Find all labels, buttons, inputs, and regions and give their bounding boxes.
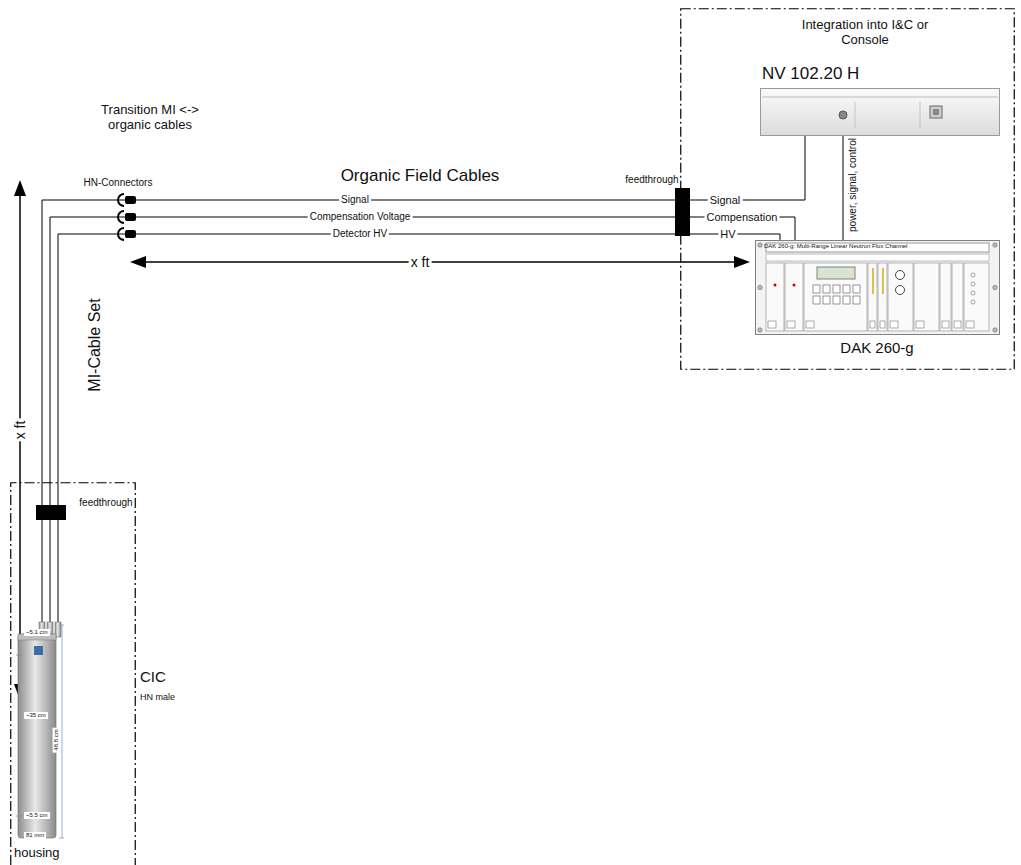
cable-line — [50, 217, 795, 622]
node-label: NV 102.20 H — [762, 64, 859, 84]
dimension-label: x ft — [409, 254, 432, 270]
nv-outline — [760, 88, 1000, 136]
dimension-label: x ft — [12, 419, 28, 442]
node-label: Integration into I&C or Console — [800, 18, 930, 48]
node-label: CIC — [140, 668, 166, 685]
node-label: HN male — [140, 692, 175, 702]
dak-outline — [755, 240, 1000, 335]
dimension-label: ~35 cm — [24, 712, 48, 719]
node-label: DAK 260-g — [840, 339, 913, 356]
cable-line — [58, 234, 780, 622]
cable-label: Compensation Voltage — [308, 211, 413, 223]
feedthrough-block — [675, 188, 690, 236]
nv-node: NV 102.20 H — [760, 88, 1000, 136]
dimension-label: ~5.5 cm — [24, 812, 50, 819]
transition-note: Transition MI <-> organic cables — [95, 103, 205, 133]
dimension-label: ~5.1 cm — [24, 629, 50, 636]
panel-caption: DAK 260-g: Multi-Range Linear Neutron Fl… — [764, 243, 907, 250]
dimension-arrow — [130, 256, 750, 268]
cable-line — [42, 136, 805, 622]
cable-label: Detector HV — [331, 228, 389, 240]
feedthrough-label: feedthrough — [79, 497, 132, 509]
signal-name: Signal — [708, 194, 743, 207]
cable-set-name: MI-Cable Set — [86, 298, 104, 391]
connector-name: HN-Connectors — [84, 177, 153, 189]
signal-name: Compensation — [705, 211, 780, 224]
feedthrough-label: feedthrough — [625, 174, 678, 186]
dimension-label: 81 mm — [24, 832, 46, 839]
cable-line — [843, 136, 844, 240]
cable-label: power, signal, control — [847, 138, 859, 232]
signal-name: HV — [718, 228, 737, 241]
node-label: housing — [14, 846, 60, 861]
cable-label: Signal — [339, 194, 371, 206]
dimension-label: 48.8 cm — [53, 727, 60, 752]
cable-group-name: Organic Field Cables — [341, 166, 500, 186]
dak-node: DAK 260-g — [755, 240, 1000, 335]
housing-node: housingCICHN male — [10, 482, 136, 865]
feedthrough-block — [36, 505, 66, 520]
